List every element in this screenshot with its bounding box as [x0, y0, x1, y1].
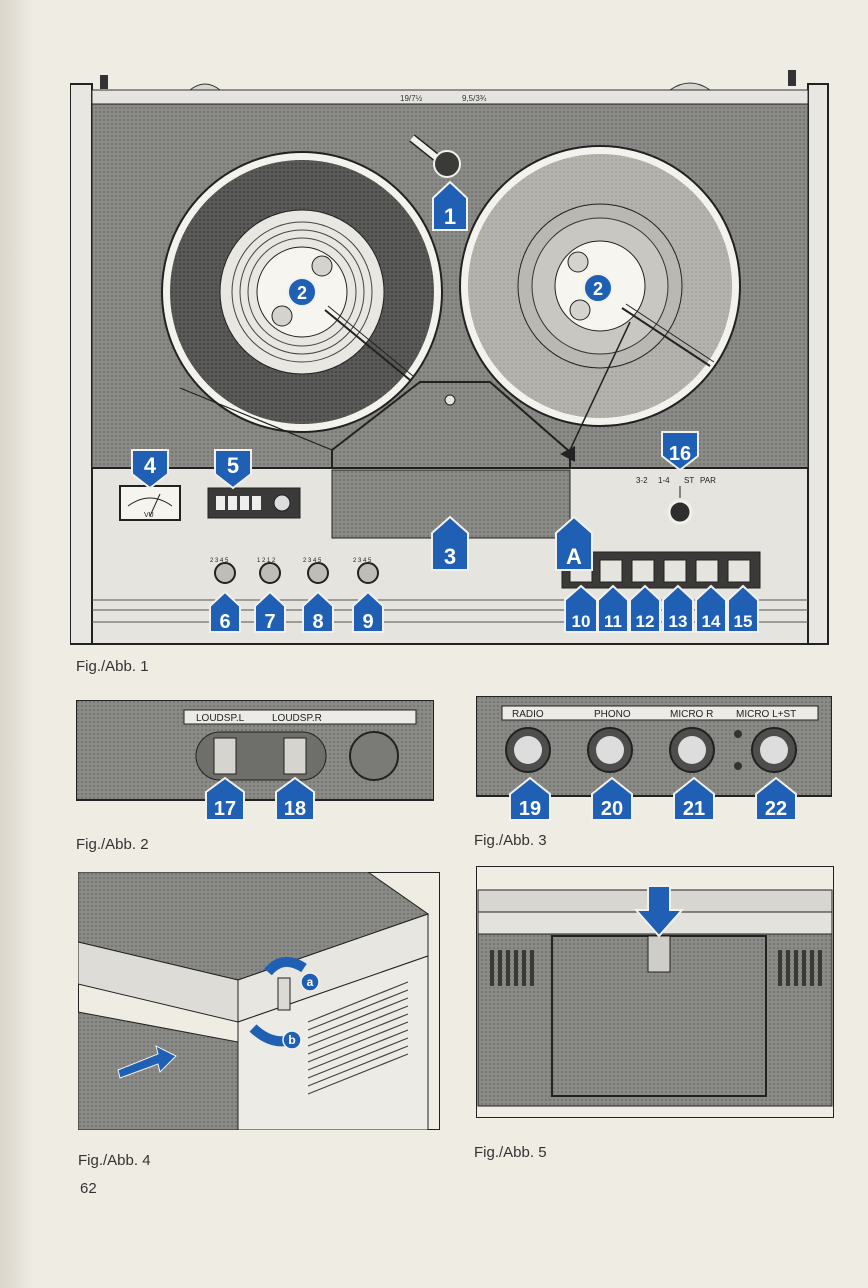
callout-4: 4 — [144, 453, 157, 478]
callout-22: 22 — [765, 798, 787, 820]
speed-label-right: 9,5/3¾ — [462, 94, 487, 103]
label-loudsp-l: LOUDSP.L — [196, 713, 245, 724]
figure-5-caption: Fig./Abb. 5 — [474, 1144, 547, 1161]
svg-text:1 2 1 2: 1 2 1 2 — [257, 558, 276, 564]
tape-tension-lever — [433, 150, 461, 178]
callout-1: 1 — [444, 204, 456, 229]
callout-17: 17 — [214, 798, 236, 820]
knob-tone: 2 3 4 5 — [303, 558, 329, 584]
figure-5-front-flap — [476, 866, 834, 1118]
figure-4-lid-release: a b — [78, 872, 440, 1130]
page-number: 62 — [80, 1180, 97, 1197]
callout-9: 9 — [362, 611, 373, 633]
svg-text:2 3 4 5: 2 3 4 5 — [210, 558, 229, 564]
callout-6: 6 — [219, 611, 230, 633]
svg-text:2 3 4 5: 2 3 4 5 — [303, 558, 322, 564]
figure-4-caption: Fig./Abb. 4 — [78, 1152, 151, 1169]
figure-1-callouts: 1 2 2 3 4 5 6 7 8 9 10 11 12 13 14 15 16… — [131, 180, 759, 633]
socket-loudsp-r — [283, 737, 307, 775]
callout-12: 12 — [636, 612, 655, 631]
label-micro-lst: MICRO L+ST — [736, 709, 796, 720]
figure-3-input-sockets: RADIO PHONO MICRO R MICRO L+ST — [476, 696, 832, 797]
figure-2-callouts: 17 18 — [205, 776, 315, 821]
vu-label: VU — [144, 512, 154, 519]
callout-7: 7 — [264, 611, 275, 633]
callout-16: 16 — [669, 443, 691, 465]
track-label-par: PAR — [700, 476, 716, 485]
lid-latch — [277, 977, 291, 1011]
callout-2-left: 2 — [297, 283, 307, 303]
callout-15: 15 — [734, 612, 753, 631]
callout-14: 14 — [702, 612, 721, 631]
callout-3: 3 — [444, 544, 456, 569]
callout-5: 5 — [227, 453, 239, 478]
svg-text:2 3 4 5: 2 3 4 5 — [353, 558, 372, 564]
callout-21: 21 — [683, 798, 705, 820]
callout-18: 18 — [284, 798, 306, 820]
knob-volume-right: 1 2 1 2 — [257, 558, 281, 584]
callout-A: A — [566, 544, 582, 569]
knob-balance: 2 3 4 5 — [353, 558, 379, 584]
figure-2-caption: Fig./Abb. 2 — [76, 836, 149, 853]
label-phono: PHONO — [594, 709, 631, 720]
track-label-1-4: 1-4 — [658, 476, 670, 485]
figure-1-caption: Fig./Abb. 1 — [76, 658, 149, 675]
speed-label-left: 19/7½ — [400, 94, 423, 103]
label-micro-r: MICRO R — [670, 709, 713, 720]
marker-a: a — [307, 975, 314, 989]
callout-10: 10 — [572, 612, 591, 631]
marker-b: b — [288, 1033, 295, 1047]
track-label-3-2: 3-2 — [636, 476, 648, 485]
label-loudsp-r: LOUDSP.R — [272, 713, 322, 724]
socket-loudsp-l — [213, 737, 237, 775]
figure-3-caption: Fig./Abb. 3 — [474, 832, 547, 849]
callout-11: 11 — [604, 612, 622, 631]
label-radio: RADIO — [512, 709, 544, 720]
callout-2-right: 2 — [593, 279, 603, 299]
callout-13: 13 — [669, 612, 688, 631]
counter-reset-button — [273, 494, 291, 512]
callout-19: 19 — [519, 798, 541, 820]
track-label-st: ST — [684, 476, 694, 485]
knob-volume-left: 2 3 4 5 — [210, 558, 236, 584]
figure-2-loudspeaker-sockets: LOUDSP.L LOUDSP.R — [76, 700, 434, 801]
page-edge-shadow — [0, 0, 34, 1288]
track-selector-knob — [667, 499, 693, 525]
callout-8: 8 — [312, 611, 323, 633]
callout-20: 20 — [601, 798, 623, 820]
figure-3-callouts: 19 20 21 22 — [509, 776, 797, 821]
vu-meter — [119, 485, 181, 521]
